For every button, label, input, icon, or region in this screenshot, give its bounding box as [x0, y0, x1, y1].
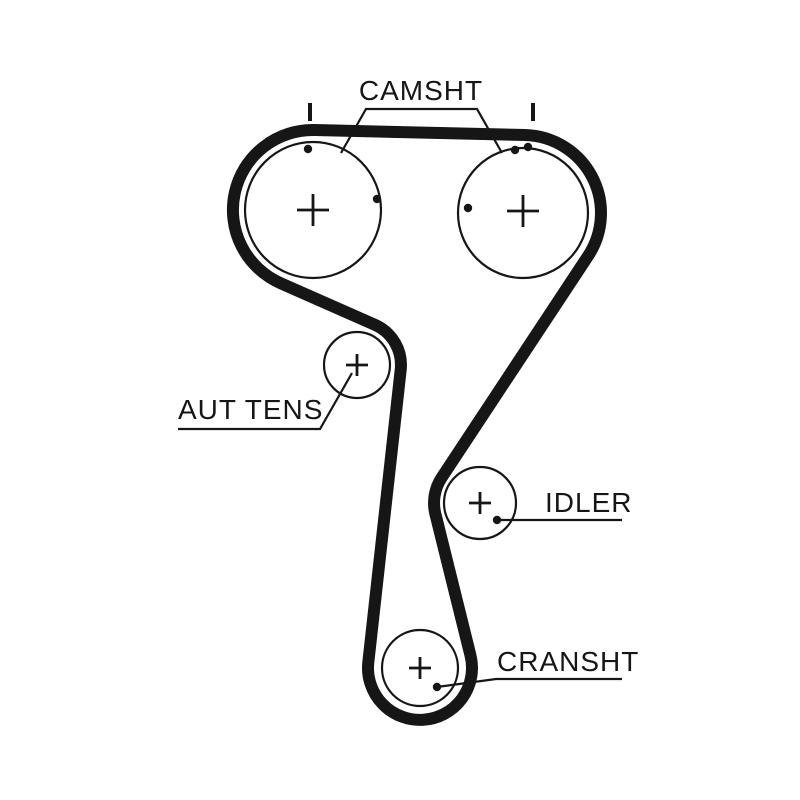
crankshaft-leader [436, 677, 622, 689]
idler-center-mark [469, 492, 491, 514]
crankshaft-pulley [380, 628, 460, 708]
camshaft-right-top-dot-1 [510, 145, 520, 155]
camshaft-leader [340, 107, 503, 154]
camshaft-right-side-dot [463, 203, 473, 213]
camshaft-left-top-dot [303, 144, 313, 154]
camshaft-label: CAMSHT [359, 75, 483, 106]
tensioner-label: AUT TENS [178, 394, 323, 425]
crankshaft-center-mark [409, 657, 431, 679]
camshaft-right-pulley [456, 146, 590, 280]
camshaft-left-side-dot [372, 194, 382, 204]
crankshaft-label: CRANSHT [497, 646, 639, 677]
camshaft-left-center-mark [297, 194, 329, 226]
idler-label: IDLER [545, 487, 632, 518]
camshaft-left-pulley [243, 140, 383, 280]
camshaft-right-center-mark [507, 195, 539, 227]
timing-belt [226, 123, 607, 726]
camshaft-right-top-dot-2 [523, 142, 533, 152]
tensioner-center-mark [346, 354, 368, 376]
idler-pulley [442, 465, 518, 541]
tensioner-pulley [322, 330, 392, 400]
tensioner-leader [178, 372, 353, 431]
